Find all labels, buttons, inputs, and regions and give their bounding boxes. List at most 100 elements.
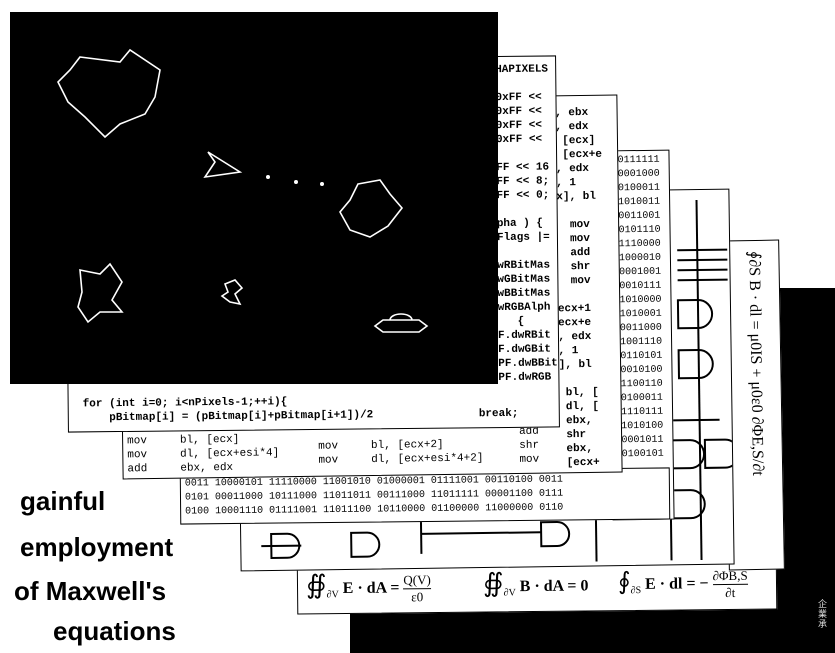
faraday-body: E · dl = −	[644, 575, 709, 593]
binary-row: 00101110	[612, 224, 661, 237]
code-line: wGBitMas	[497, 273, 551, 287]
binary-row: 10001000	[611, 168, 660, 181]
asm-line	[550, 204, 603, 219]
asm-line: [ecx+1	[551, 302, 592, 316]
faraday-law: ∮∂S E · dl = − ∂ΦB,S ∂t	[618, 566, 748, 602]
asm-bottom-col2: mov bl, [ecx+2]mov dl, [ecx+esi*4+2]	[318, 437, 483, 467]
code-line: F.dwRBit	[497, 329, 551, 343]
code-line	[495, 76, 555, 91]
code-line: HAPIXELS	[495, 63, 549, 77]
binary-row: 01110111	[615, 406, 664, 419]
gauss-e-denominator: ε0	[411, 589, 424, 605]
asm-line: [ecx+	[553, 456, 600, 470]
code-line: pha ) {	[496, 217, 544, 231]
binary-row: 00011001	[612, 210, 661, 223]
code-line	[497, 244, 557, 259]
code-line: 0xFF <<	[495, 105, 542, 119]
asm-line: shr	[553, 428, 587, 442]
binary-row: 10100101	[615, 448, 664, 461]
c-code-loop: for (int i=0; i<nPixels-1;++i){ pBitmap[…	[83, 394, 374, 425]
ufo-icon	[373, 313, 429, 333]
faraday-denominator: ∂t	[725, 584, 736, 600]
asm-line: mov	[550, 218, 590, 232]
title-line-3: of Maxwell's	[14, 576, 167, 606]
code-line: PF.dwRGB	[498, 371, 552, 385]
code-line	[496, 146, 556, 161]
binary-row: 01000010	[612, 252, 662, 265]
binary-row: 01001110	[614, 336, 663, 349]
binary-row: 10001011	[615, 434, 664, 447]
code-line: pBitmap[i] = (pBitmap[i]+pBitmap[i+1])/2	[82, 409, 374, 425]
player-ship-icon	[203, 151, 243, 179]
code-line: FF << 0;	[496, 189, 550, 203]
code-line: 0xFF <<	[495, 91, 542, 105]
asm-line: mov	[519, 453, 540, 466]
code-line: {	[497, 315, 525, 329]
closed-surface-integral-symbol: ∯	[482, 568, 504, 598]
asm-line: x], bl	[552, 358, 592, 372]
code-line: 0xFF <<	[495, 119, 543, 133]
asteroids-game-screen	[10, 12, 498, 384]
asm-line: shr	[550, 260, 591, 274]
asm-line: mov	[550, 232, 591, 246]
binary-row: 01010100	[615, 420, 664, 433]
binary-row: 10010100	[614, 364, 663, 377]
binary-block: 0011 10000101 11110000 11001010 01000001…	[185, 474, 563, 520]
asteroids-scene	[57, 48, 429, 333]
gauss-law-magnetic: ∯∂V B · dA = 0	[483, 567, 589, 598]
asm-line: ebx,	[553, 442, 593, 456]
asm-line: shr	[519, 439, 540, 452]
binary-row: 10100011	[611, 182, 661, 195]
closed-surface-integral-symbol: ∯	[305, 570, 327, 600]
code-line: F.dwGBit	[498, 343, 551, 357]
asm-line	[552, 372, 605, 387]
title-line-2: employment	[20, 532, 174, 562]
gauss-law-electric: ∯∂V E · dA = Q(V) ε0	[306, 569, 431, 606]
asm-line: mov dl, [ecx+esi*4]	[127, 447, 280, 462]
asm-line: ebx,	[552, 414, 593, 428]
asm-line: x, 1	[551, 345, 579, 358]
asm-line	[551, 288, 604, 303]
binary-row: 00111111	[611, 154, 660, 167]
binary-row: 01010001	[613, 308, 662, 321]
binary-row: 10011000	[613, 322, 662, 335]
binary-row: 01110000	[612, 238, 661, 251]
asm-line: [ecx+e	[551, 316, 592, 330]
code-line: Flags |=	[496, 231, 550, 245]
asm-line: add ebx, edx	[127, 461, 234, 476]
code-line: wBBitMas	[497, 287, 551, 301]
title-line-1: gainful	[20, 486, 106, 516]
asm-line: add	[550, 246, 591, 260]
boundary-subscript: ∂S	[630, 585, 642, 597]
asm-line: mov dl, [ecx+esi*4+2]	[318, 452, 484, 467]
surface-subscript: ∂V	[326, 589, 339, 601]
asm-bottom-col1: mov bl, [ecx]mov dl, [ecx+esi*4]add ebx,…	[127, 432, 279, 476]
corner-stamp: 企業承	[818, 600, 828, 630]
asm-line: mov	[550, 274, 591, 288]
line-integral-symbol: ∮	[617, 569, 631, 596]
binary-row: 11100110	[614, 378, 663, 391]
asm-line: cx], bl	[549, 190, 597, 204]
gauss-e-body: E · dA =	[342, 579, 400, 598]
code-line	[497, 202, 557, 217]
binary-row: 10100011	[614, 392, 663, 405]
code-line: 0xFF <<	[495, 133, 543, 147]
binary-row: 11010011	[612, 196, 661, 209]
asm-line: x, edx	[551, 330, 592, 344]
large-asteroid	[57, 48, 161, 139]
ampere-maxwell-law: ∮∂S B · dl = μ0IS + μ0ε0 ∂ΦE,S/∂t	[745, 250, 767, 476]
code-line: FF << 16	[496, 161, 550, 175]
left-asteroid	[77, 262, 124, 324]
surface-subscript: ∂V	[503, 587, 516, 599]
binary-row: 0100 10001110 01111001 11011100 10110000…	[185, 502, 564, 518]
asm-line: bl, [	[552, 386, 599, 400]
code-line: PF.dwBBit	[498, 357, 558, 371]
gauss-b-body: B · dA = 0	[519, 577, 589, 596]
break-statement: break;	[478, 407, 519, 421]
code-line: FF << 8;	[496, 175, 550, 189]
medium-asteroid	[339, 179, 404, 238]
code-line: wRGBAlph	[497, 301, 551, 315]
gauss-e-numerator: Q(V)	[403, 571, 431, 590]
